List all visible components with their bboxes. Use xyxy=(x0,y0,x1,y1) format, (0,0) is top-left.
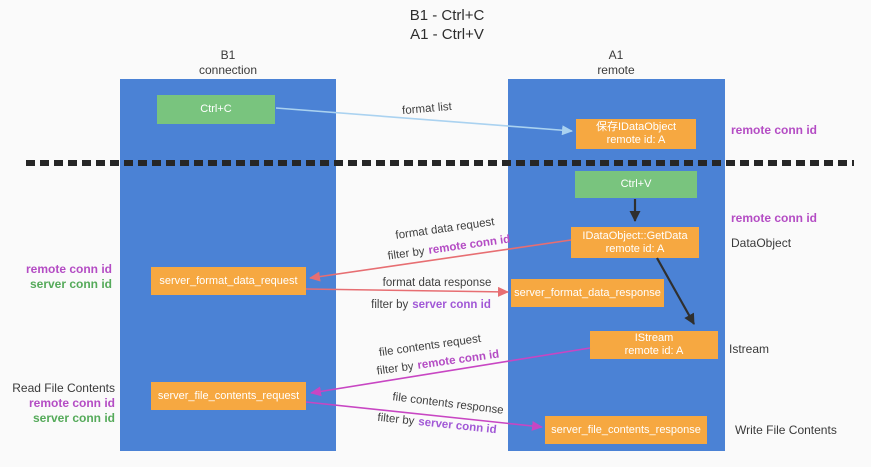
node-istream-line1: IStream xyxy=(634,332,674,344)
node-idataobject-getdata: IDataObject::GetData remote id: A xyxy=(571,227,699,258)
node-save-idataobject-line1: 保存IDataObject xyxy=(595,121,677,133)
label-remote-conn-id-left-bottom: remote conn id xyxy=(28,396,115,410)
label-group-left-bottom: Read File Contents remote conn id server… xyxy=(8,381,115,426)
lane-b1-role: connection xyxy=(198,63,258,77)
label-server-conn-id-filter-1: server conn id xyxy=(412,299,491,311)
node-save-idataobject: 保存IDataObject remote id: A xyxy=(576,119,696,149)
label-filter-by-2: filter by xyxy=(371,299,409,311)
node-server-format-data-request: server_format_data_request xyxy=(151,267,306,295)
lane-a1-name: A1 xyxy=(608,48,624,62)
label-read-file-contents: Read File Contents xyxy=(12,381,115,395)
node-server-file-contents-response-label: server_file_contents_response xyxy=(551,423,701,436)
label-remote-conn-id-right-top: remote conn id xyxy=(731,123,818,137)
label-istream: Istream xyxy=(729,342,770,356)
node-ctrl-v: Ctrl+V xyxy=(575,171,697,198)
label-file-contents-response: file contents response xyxy=(391,391,505,417)
label-remote-conn-id-right-mid: remote conn id xyxy=(731,211,818,225)
node-istream: IStream remote id: A xyxy=(590,331,718,359)
node-ctrl-c: Ctrl+C xyxy=(157,95,275,124)
lane-b1-name: B1 xyxy=(220,48,236,62)
node-server-file-contents-request: server_file_contents_request xyxy=(151,382,306,410)
label-format-data-response: format data response xyxy=(382,277,492,289)
node-server-file-contents-response: server_file_contents_response xyxy=(545,416,707,444)
divider-dashed-line xyxy=(26,160,854,166)
label-write-file-contents: Write File Contents xyxy=(735,423,837,437)
diagram-title: B1 - Ctrl+C A1 - Ctrl+V xyxy=(327,6,567,44)
label-remote-conn-id-filter-1: remote conn id xyxy=(427,233,511,257)
node-server-file-contents-request-label: server_file_contents_request xyxy=(157,389,300,402)
label-filter-by-3: filter by xyxy=(376,360,415,378)
lane-a1-header: A1 remote xyxy=(558,48,674,78)
label-server-conn-id-left-mid: server conn id xyxy=(29,277,112,291)
label-filter-by-1: filter by xyxy=(387,245,426,263)
label-group-left-mid: remote conn id server conn id xyxy=(18,262,112,292)
node-server-format-data-request-label: server_format_data_request xyxy=(159,274,298,287)
node-idataobject-getdata-line2: remote id: A xyxy=(605,242,665,255)
node-idataobject-getdata-line1: IDataObject::GetData xyxy=(582,229,688,242)
diagram-title-line2: A1 - Ctrl+V xyxy=(410,26,484,43)
node-ctrl-c-label: Ctrl+C xyxy=(200,103,232,115)
label-filter-by-4: filter by xyxy=(376,411,415,428)
arrow-format-data-response xyxy=(305,286,509,297)
node-save-idataobject-line2: remote id: A xyxy=(606,134,666,146)
node-ctrl-v-label: Ctrl+V xyxy=(620,178,652,190)
node-istream-line2: remote id: A xyxy=(624,345,684,357)
lane-b1-header: B1 connection xyxy=(170,48,286,78)
diagram-title-line1: B1 - Ctrl+C xyxy=(409,7,485,24)
lane-a1-role: remote xyxy=(597,63,635,77)
label-format-list: format list xyxy=(401,100,453,118)
node-server-format-data-response-label: server_format_data_response xyxy=(514,286,661,299)
label-dataobject: DataObject xyxy=(731,236,792,250)
label-remote-conn-id-left-mid: remote conn id xyxy=(25,262,112,276)
node-server-format-data-response: server_format_data_response xyxy=(511,279,664,307)
label-server-conn-id-left-bottom: server conn id xyxy=(32,411,115,425)
label-server-conn-id-filter-2: server conn id xyxy=(417,416,498,437)
